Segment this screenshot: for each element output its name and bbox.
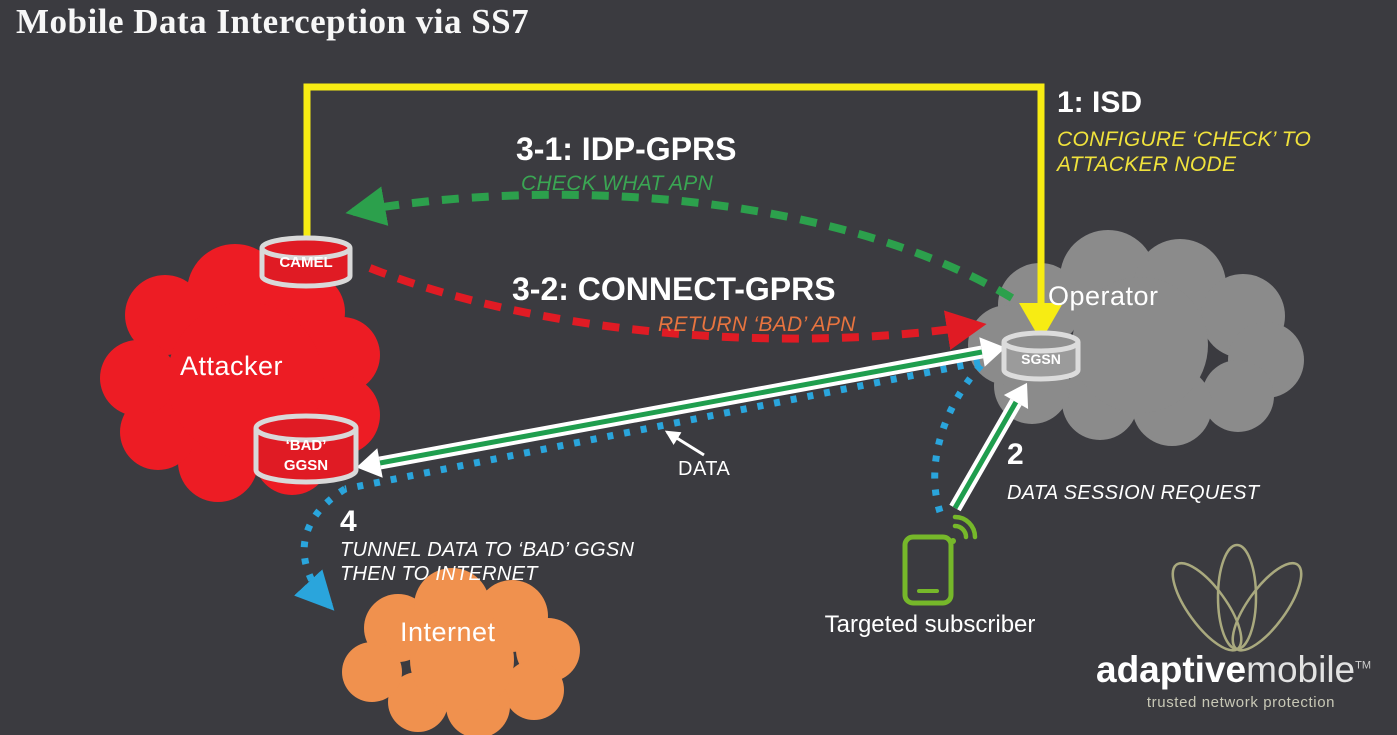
step4-desc-line1: TUNNEL DATA TO ‘BAD’ GGSN: [340, 539, 635, 561]
page-title: Mobile Data Interception via SS7: [16, 2, 530, 41]
connect-gprs-arrow: [368, 264, 987, 350]
step32-label: 3-2: CONNECT-GPRS: [512, 271, 836, 307]
operator-cloud: [968, 230, 1304, 446]
bad-ggsn-label-line1: ‘BAD’: [285, 437, 327, 454]
step31-label: 3-1: IDP-GPRS: [516, 131, 737, 167]
data-label: DATA: [678, 458, 731, 480]
isd-arrow: [303, 83, 1063, 341]
tunnel-arrow: [356, 337, 1006, 478]
sgsn-db-icon: [1001, 330, 1081, 382]
step1-desc-line2: ATTACKER NODE: [1057, 153, 1237, 176]
targeted-subscriber-label: Targeted subscriber: [824, 611, 1036, 638]
step1-desc-line1: CONFIGURE ‘CHECK’ TO: [1057, 128, 1312, 151]
camel-db-icon: [259, 235, 353, 289]
adaptivemobile-logo-text: adaptivemobileTM: [1096, 649, 1371, 691]
sgsn-db-label: SGSN: [1021, 351, 1061, 367]
step31-desc: CHECK WHAT APN: [521, 172, 714, 195]
step32-desc: RETURN ‘BAD’ APN: [658, 313, 856, 336]
step4-desc-line2: THEN TO INTERNET: [340, 563, 538, 585]
internet-cloud-label: Internet: [400, 617, 496, 647]
data-pointer-arrow: [664, 430, 705, 457]
logo-tagline: trusted network protection: [1146, 694, 1336, 711]
logo-brand-bold: adaptive: [1096, 649, 1247, 690]
logo-tm-mark: TM: [1355, 659, 1372, 672]
adaptivemobile-logo-icon: [1171, 543, 1303, 652]
step2-label: 2: [1007, 438, 1024, 471]
bad-ggsn-label-line2: GGSN: [283, 457, 329, 474]
step1-label: 1: ISD: [1057, 86, 1143, 119]
data-flow-dotted-path: [294, 358, 987, 611]
step2-desc: DATA SESSION REQUEST: [1007, 482, 1260, 504]
bad-ggsn-db-icon: [253, 413, 359, 485]
operator-cloud-label: Operator: [1048, 281, 1159, 311]
phone-icon: [902, 514, 978, 606]
camel-db-label: CAMEL: [279, 254, 333, 271]
logo-brand-light: mobile: [1246, 649, 1356, 690]
internet-cloud: [342, 568, 580, 735]
data-session-arrow: [949, 382, 1029, 512]
attacker-cloud-label: Attacker: [180, 351, 284, 381]
idp-gprs-arrow: [345, 186, 1015, 302]
step4-label: 4: [340, 505, 357, 538]
